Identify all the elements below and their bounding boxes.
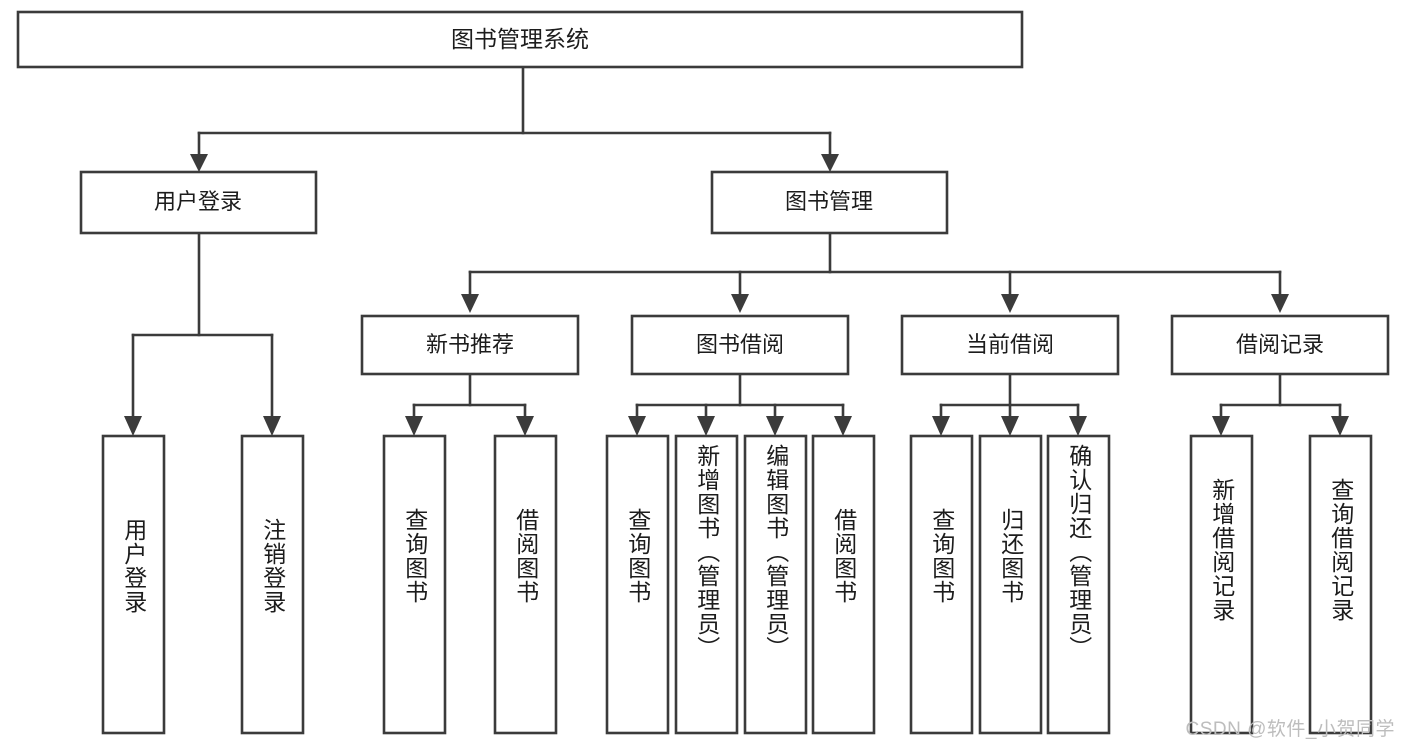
leaf-box-nbr-1[interactable] [382, 434, 447, 735]
node-root-box[interactable] [16, 10, 1024, 69]
leaf-boxes-borrow-record [1189, 434, 1373, 735]
node-book-management[interactable]: 图书管理 [710, 170, 949, 235]
node-new-book-recommend-box[interactable] [360, 314, 580, 376]
node-root[interactable]: 图书管理系统 [16, 10, 1024, 69]
leaf-boxes-user-login [101, 434, 305, 735]
connector-group-user-login [124, 231, 281, 436]
node-user-login-box[interactable] [79, 170, 318, 235]
node-book-borrow-label: 图书借阅 [696, 332, 784, 357]
leaf-box-bb-1[interactable] [605, 434, 670, 735]
connector-group-current-borrow [932, 372, 1087, 436]
node-user-login-label: 用户登录 [154, 189, 242, 214]
node-current-borrow-box[interactable] [900, 314, 1120, 376]
arrow-head-book-mgmt [821, 154, 839, 172]
leaf-box-br-2[interactable] [1308, 434, 1373, 735]
arrow-head-current-borrow [1001, 294, 1019, 313]
node-book-management-box[interactable] [710, 170, 949, 235]
arrow-head-leaf-bb-1 [628, 416, 646, 436]
node-book-borrow[interactable]: 图书借阅 [630, 314, 850, 376]
arrow-head-leaf-br-1 [1212, 416, 1230, 436]
arrow-head-book-borrow [731, 294, 749, 313]
arrow-head-user-login [190, 154, 208, 172]
connector-group-new-book-recommend [405, 372, 534, 436]
node-borrow-record-box[interactable] [1170, 314, 1390, 376]
node-user-login[interactable]: 用户登录 [79, 170, 318, 235]
node-new-book-recommend-label: 新书推荐 [426, 332, 514, 357]
leaf-box-br-1[interactable] [1189, 434, 1254, 735]
leaf-box-cb-3[interactable] [1046, 434, 1111, 735]
node-book-borrow-box[interactable] [630, 314, 850, 376]
leaf-box-bb-2[interactable] [674, 434, 739, 735]
node-borrow-record[interactable]: 借阅记录 [1170, 314, 1390, 376]
leaf-box-cb-2[interactable] [978, 434, 1043, 735]
leaf-box-nbr-2[interactable] [493, 434, 558, 735]
arrow-head-leaf-nbr-2 [516, 416, 534, 436]
arrow-head-leaf-user-login-1 [124, 416, 142, 436]
arrow-head-new-book-recommend [461, 294, 479, 313]
arrow-head-borrow-record [1271, 294, 1289, 313]
arrow-head-leaf-nbr-1 [405, 416, 423, 436]
csdn-watermark: CSDN @软件_小贺同学 [1185, 719, 1395, 740]
node-current-borrow-label: 当前借阅 [966, 332, 1054, 357]
node-current-borrow[interactable]: 当前借阅 [900, 314, 1120, 376]
connector-group-borrow-record [1212, 372, 1349, 436]
leaf-box-user-login-2[interactable] [240, 434, 305, 735]
arrow-head-leaf-cb-2 [1001, 416, 1019, 436]
arrow-head-leaf-cb-1 [932, 416, 950, 436]
leaf-box-user-login-1[interactable] [101, 434, 166, 735]
arrow-head-leaf-cb-3 [1069, 416, 1087, 436]
arrow-head-leaf-br-2 [1331, 416, 1349, 436]
leaf-box-bb-3[interactable] [743, 434, 808, 735]
connector-group-book-borrow [628, 372, 852, 436]
leaf-box-cb-1[interactable] [909, 434, 974, 735]
leaf-boxes-current-borrow [909, 434, 1111, 735]
node-book-management-label: 图书管理 [785, 189, 873, 214]
arrow-head-leaf-user-login-2 [263, 416, 281, 436]
node-root-label: 图书管理系统 [451, 26, 589, 52]
leaf-boxes-book-borrow [605, 434, 876, 735]
node-borrow-record-label: 借阅记录 [1236, 332, 1324, 357]
connector-group-root [190, 65, 839, 172]
leaf-box-bb-4[interactable] [811, 434, 876, 735]
node-new-book-recommend[interactable]: 新书推荐 [360, 314, 580, 376]
arrow-head-leaf-bb-4 [834, 416, 852, 436]
arrow-head-leaf-bb-3 [766, 416, 784, 436]
connector-group-book-mgmt [461, 231, 1289, 313]
arrow-head-leaf-bb-2 [697, 416, 715, 436]
leaf-boxes-new-book-recommend [382, 434, 558, 735]
